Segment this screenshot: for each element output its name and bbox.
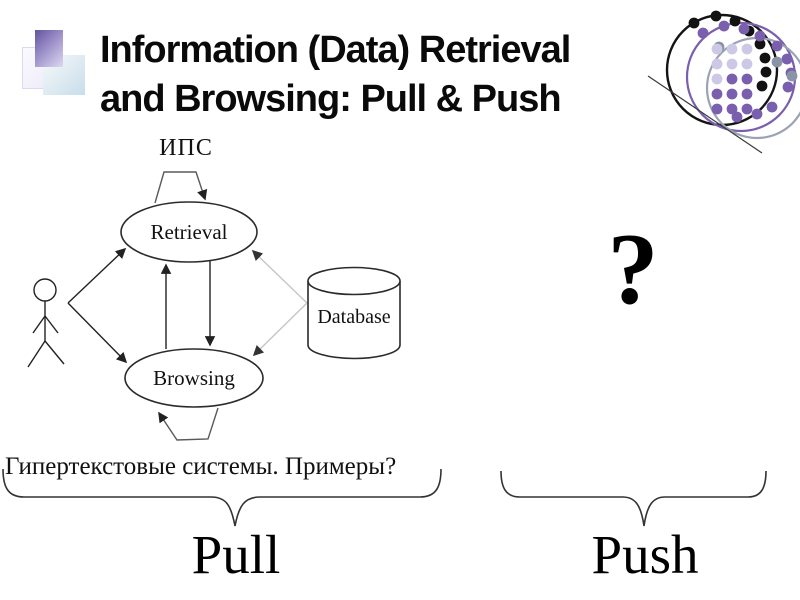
database-to-browsing-arrow xyxy=(252,302,308,357)
question-mark: ? xyxy=(607,213,659,326)
retrieval-node: Retrieval xyxy=(120,201,258,263)
deco-dots-light xyxy=(711,43,753,85)
stick-figure-head xyxy=(33,278,57,302)
hypertext-caption: Гипертекстовые системы. Примеры? xyxy=(5,453,397,480)
ips-label: ИПС xyxy=(159,135,213,161)
database-label: Database xyxy=(317,306,390,328)
push-label: Push xyxy=(591,524,699,585)
user-to-retrieval-arrow xyxy=(67,247,127,304)
database-node: Database xyxy=(307,266,401,360)
deco-dots-grid-purple xyxy=(711,73,753,115)
title-line-1: Information (Data) Retrieval xyxy=(100,29,571,71)
database-arrows xyxy=(251,249,308,357)
retrieval-label: Retrieval xyxy=(151,220,228,244)
deco-tangent-line xyxy=(647,75,763,154)
slide-logo xyxy=(0,0,100,110)
logo-square-purple xyxy=(35,30,63,67)
push-brace xyxy=(500,470,767,527)
retrieval-self-loop xyxy=(154,171,208,204)
database-to-retrieval-arrow xyxy=(251,249,308,304)
pull-brace xyxy=(2,468,442,527)
title-line-2: and Browsing: Pull & Push xyxy=(100,78,562,120)
pull-label: Pull xyxy=(191,524,281,585)
user-arrows xyxy=(67,247,128,364)
browsing-self-loop xyxy=(158,407,219,441)
page-title: Information (Data) Retrieval and Browsin… xyxy=(100,26,700,124)
retrieval-browsing-arrows xyxy=(160,261,216,349)
browsing-label: Browsing xyxy=(153,366,235,390)
user-stick-figure xyxy=(27,278,65,368)
browsing-node: Browsing xyxy=(124,348,264,408)
user-to-browsing-arrow xyxy=(67,302,128,364)
deco-circles-graphic xyxy=(647,10,800,154)
